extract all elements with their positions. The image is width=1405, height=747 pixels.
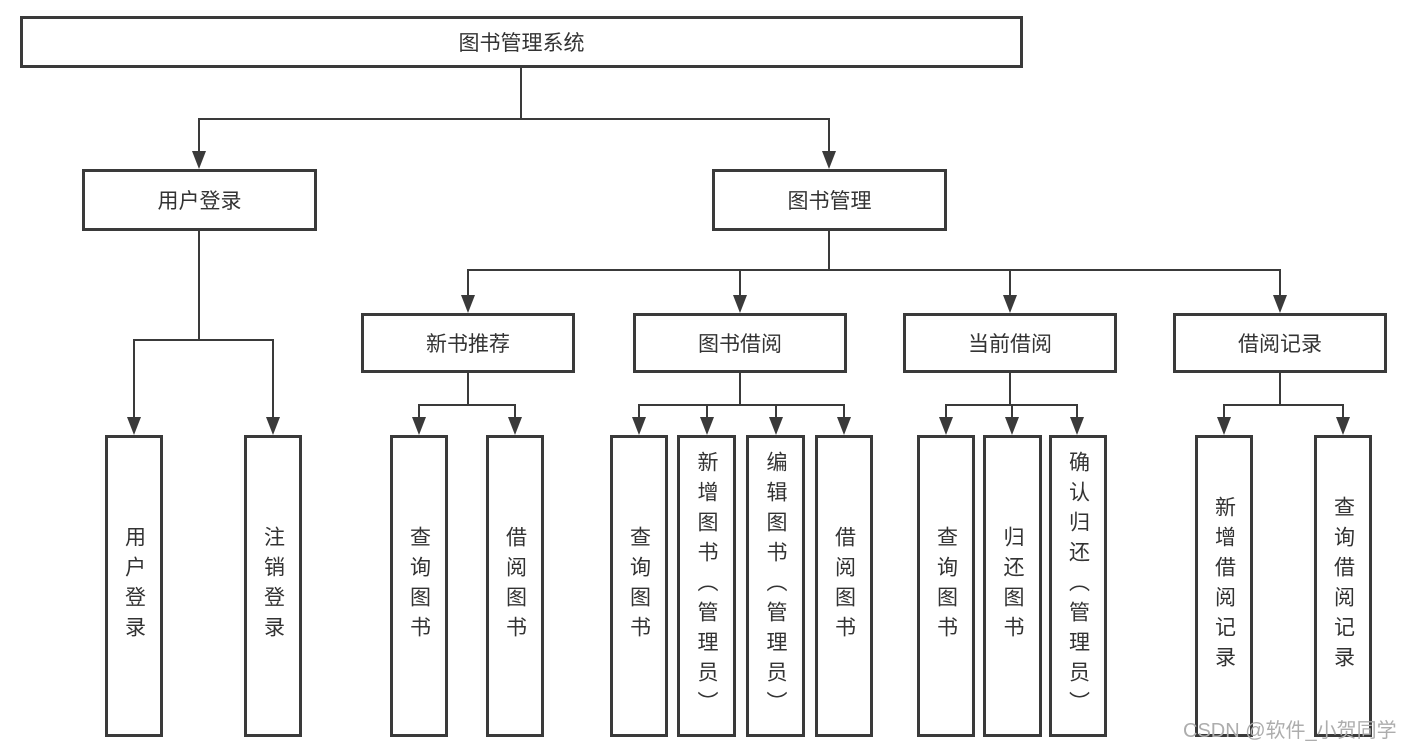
connector-user-login-stem <box>198 231 200 340</box>
leaf-borrowing-add-books-admin: 新增图书（管理员） <box>677 435 736 737</box>
down-arrowhead-icon <box>412 417 426 435</box>
leaf-borrowing-borrow-books: 借阅图书 <box>815 435 873 737</box>
connector-arrow-leaf-stem <box>1342 406 1344 418</box>
down-arrowhead-icon <box>508 417 522 435</box>
connector-records-stem <box>1279 373 1281 405</box>
connector-arrow-leaf-stem <box>638 406 640 418</box>
connector-arrow-leaf-stem <box>1011 406 1013 418</box>
connector-records-horizontal <box>1223 404 1344 406</box>
node-book-management-label: 图书管理 <box>787 190 872 213</box>
node-user-login-label: 用户登录 <box>157 190 242 213</box>
down-arrowhead-icon <box>1217 417 1231 435</box>
leaf-borrowing-edit-books-admin: 编辑图书（管理员） <box>746 435 805 737</box>
leaf-logout: 注销登录 <box>244 435 302 737</box>
down-arrowhead-icon <box>632 417 646 435</box>
connector-level3-horizontal <box>467 269 1281 271</box>
leaf-borrowing-edit-books-admin-label: 编辑图书（管理员） <box>764 451 788 721</box>
connector-borrowing-horizontal <box>638 404 845 406</box>
connector-arrow-level3-stem <box>1009 271 1011 296</box>
connector-arrow-leaf-stem <box>843 406 845 418</box>
connector-arrow-leaf-stem <box>1223 406 1225 418</box>
down-arrowhead-icon <box>769 417 783 435</box>
connector-arrow-user-login-stem <box>198 120 200 152</box>
leaf-newbook-query-books: 查询图书 <box>390 435 448 737</box>
connector-arrow-book-mgmt-stem <box>828 120 830 152</box>
connector-arrow-leaf-stem <box>1076 406 1078 418</box>
connector-newbook-horizontal <box>418 404 516 406</box>
connector-arrow-leaf-stem <box>706 406 708 418</box>
down-arrowhead-icon <box>1070 417 1084 435</box>
connector-arrow-leaf-stem <box>514 406 516 418</box>
node-book-borrowing-label: 图书借阅 <box>698 333 782 356</box>
down-arrowhead-icon <box>1336 417 1350 435</box>
connector-current-horizontal <box>945 404 1078 406</box>
connector-arrow-leaf-stem <box>272 341 274 418</box>
node-book-borrowing: 图书借阅 <box>633 313 847 373</box>
connector-arrow-leaf-stem <box>418 406 420 418</box>
down-arrowhead-icon <box>1273 295 1287 313</box>
down-arrowhead-icon <box>733 295 747 313</box>
leaf-borrowing-query-books: 查询图书 <box>610 435 668 737</box>
connector-arrow-leaf-stem <box>775 406 777 418</box>
node-borrow-records: 借阅记录 <box>1173 313 1387 373</box>
leaf-records-query-record: 查询借阅记录 <box>1314 435 1372 737</box>
connector-borrowing-stem <box>739 373 741 405</box>
node-current-borrowing: 当前借阅 <box>903 313 1117 373</box>
connector-current-stem <box>1009 373 1011 405</box>
leaf-current-query-books: 查询图书 <box>917 435 975 737</box>
down-arrowhead-icon <box>266 417 280 435</box>
connector-user-login-horizontal <box>133 339 274 341</box>
node-new-book-recommend: 新书推荐 <box>361 313 575 373</box>
connector-arrow-level3-stem <box>1279 271 1281 296</box>
node-new-book-recommend-label: 新书推荐 <box>426 333 510 356</box>
leaf-records-query-record-label: 查询借阅记录 <box>1331 496 1355 676</box>
node-current-borrowing-label: 当前借阅 <box>968 333 1052 356</box>
leaf-user-login: 用户登录 <box>105 435 163 737</box>
connector-newbook-stem <box>467 373 469 405</box>
leaf-current-return-books: 归还图书 <box>983 435 1042 737</box>
leaf-current-confirm-return-admin-label: 确认归还（管理员） <box>1066 451 1090 721</box>
leaf-records-add-record-label: 新增借阅记录 <box>1212 496 1236 676</box>
leaf-newbook-borrow-books: 借阅图书 <box>486 435 544 737</box>
down-arrowhead-icon <box>192 151 206 169</box>
leaf-newbook-borrow-books-label: 借阅图书 <box>503 526 527 646</box>
node-user-login: 用户登录 <box>82 169 317 231</box>
down-arrowhead-icon <box>837 417 851 435</box>
leaf-records-add-record: 新增借阅记录 <box>1195 435 1253 737</box>
down-arrowhead-icon <box>822 151 836 169</box>
connector-level2-horizontal <box>198 118 830 120</box>
leaf-current-confirm-return-admin: 确认归还（管理员） <box>1049 435 1107 737</box>
down-arrowhead-icon <box>1005 417 1019 435</box>
leaf-borrowing-query-books-label: 查询图书 <box>627 526 651 646</box>
down-arrowhead-icon <box>939 417 953 435</box>
leaf-logout-label: 注销登录 <box>261 526 285 646</box>
leaf-borrowing-borrow-books-label: 借阅图书 <box>832 526 856 646</box>
connector-arrow-level3-stem <box>739 271 741 296</box>
connector-arrow-leaf-stem <box>133 341 135 418</box>
connector-arrow-leaf-stem <box>945 406 947 418</box>
down-arrowhead-icon <box>1003 295 1017 313</box>
leaf-current-return-books-label: 归还图书 <box>1001 526 1025 646</box>
leaf-borrowing-add-books-admin-label: 新增图书（管理员） <box>695 451 719 721</box>
connector-book-mgmt-stem <box>828 231 830 270</box>
leaf-user-login-label: 用户登录 <box>122 526 146 646</box>
node-root-label: 图书管理系统 <box>458 32 585 55</box>
connector-arrow-level3-stem <box>467 271 469 296</box>
node-root: 图书管理系统 <box>20 16 1023 68</box>
node-borrow-records-label: 借阅记录 <box>1238 333 1322 356</box>
node-book-management: 图书管理 <box>712 169 947 231</box>
down-arrowhead-icon <box>700 417 714 435</box>
csdn-watermark: CSDN @软件_小贺同学 <box>1183 720 1397 742</box>
leaf-current-query-books-label: 查询图书 <box>934 526 958 646</box>
leaf-newbook-query-books-label: 查询图书 <box>407 526 431 646</box>
down-arrowhead-icon <box>461 295 475 313</box>
connector-root-stem <box>520 68 522 120</box>
down-arrowhead-icon <box>127 417 141 435</box>
